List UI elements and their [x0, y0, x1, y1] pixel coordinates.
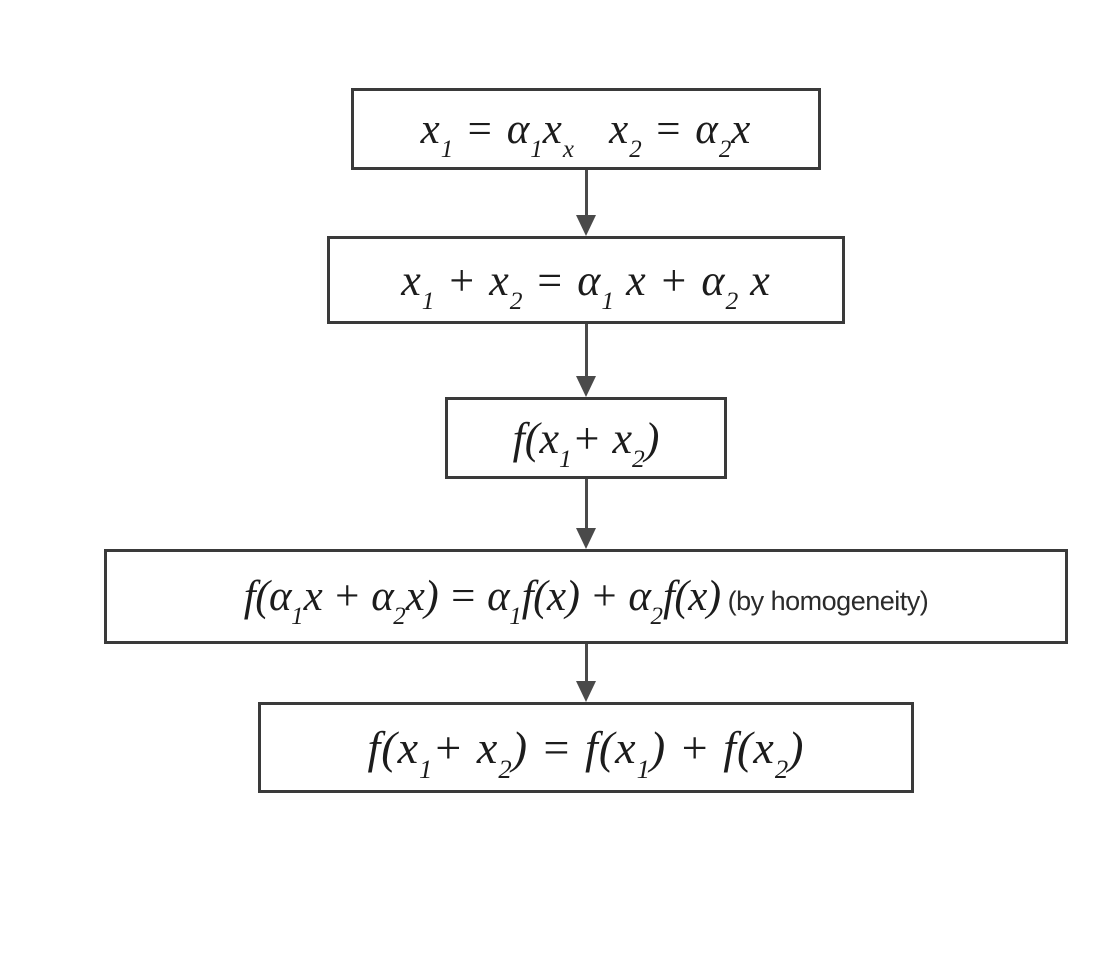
equation-sum: x1 + x2 = α1 x + α2 x	[401, 255, 771, 315]
arrow-shaft	[584, 324, 588, 376]
flow-box-apply-f: f(x1+ x2)	[445, 397, 727, 479]
equation-apply-f: f(x1+ x2)	[512, 413, 660, 473]
arrow-down-icon	[576, 170, 596, 236]
arrow-down-icon	[576, 644, 596, 702]
equation-homogeneity: f(α1x + α2x) = α1f(x) + α2f(x)(by homoge…	[243, 573, 929, 631]
arrow-down-icon	[576, 479, 596, 549]
equation-definitions: x1 = α1xx x2 = α2x	[420, 105, 752, 163]
arrow-head	[576, 528, 596, 549]
flowchart: x1 = α1xx x2 = α2x x1 + x2 = α1 x + α2 x…	[26, 0, 1120, 958]
flow-box-sum: x1 + x2 = α1 x + α2 x	[327, 236, 845, 324]
arrow-head	[576, 376, 596, 397]
flow-box-homogeneity: f(α1x + α2x) = α1f(x) + α2f(x)(by homoge…	[104, 549, 1068, 644]
equation-additivity: f(x1+ x2) = f(x1) + f(x2)	[367, 722, 805, 784]
flow-box-additivity: f(x1+ x2) = f(x1) + f(x2)	[258, 702, 914, 793]
arrow-shaft	[584, 479, 588, 528]
flow-box-definitions: x1 = α1xx x2 = α2x	[351, 88, 821, 170]
arrow-down-icon	[576, 324, 596, 397]
arrow-head	[576, 215, 596, 236]
arrow-shaft	[584, 170, 588, 215]
arrow-shaft	[584, 644, 588, 681]
arrow-head	[576, 681, 596, 702]
